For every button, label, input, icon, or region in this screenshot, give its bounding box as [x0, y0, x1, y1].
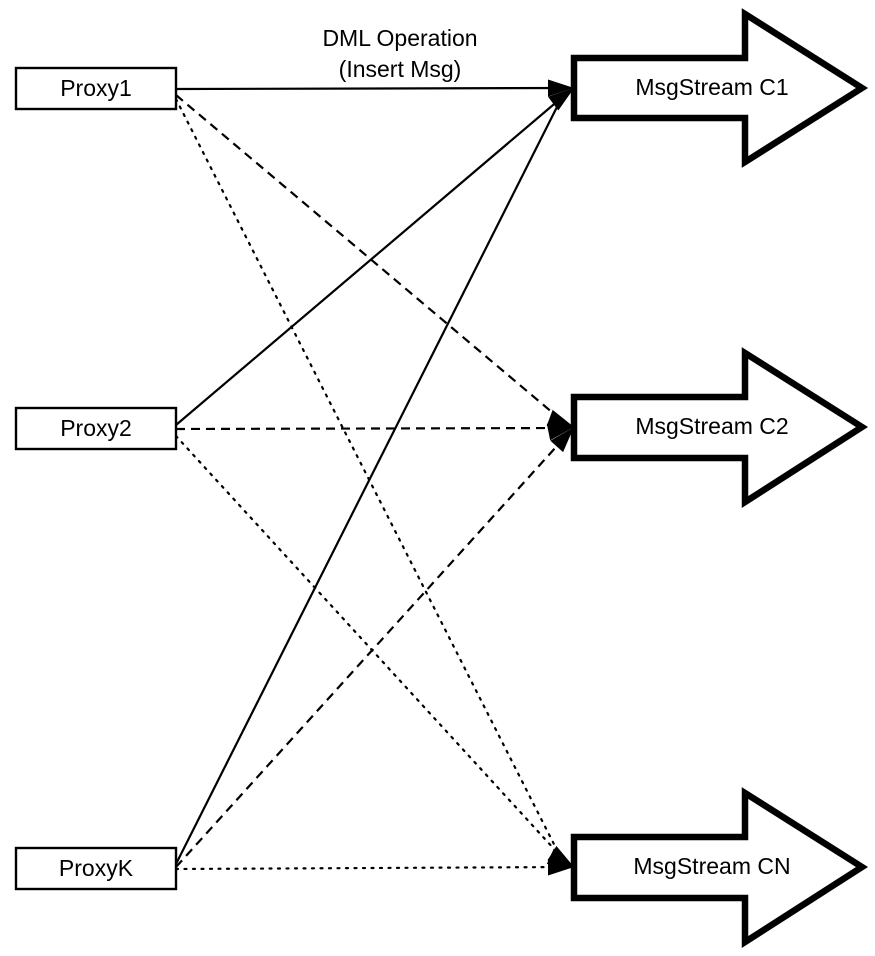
- msgstream-label-msgstream-c1: MsgStream C1: [635, 74, 788, 100]
- msgstream-label-msgstream-c2: MsgStream C2: [635, 413, 788, 439]
- connection-proxy2-to-c2: [175, 426, 570, 431]
- connection-proxy1-to-c1: [175, 86, 570, 91]
- connection-proxyk-to-cn: [174, 865, 571, 871]
- arrowhead-proxyk-to-cn: [548, 858, 574, 876]
- msgstream-node-msgstream-c2[interactable]: MsgStream C2: [570, 347, 869, 508]
- arrowhead-proxyk-to-c2: [550, 427, 574, 453]
- edge-caption-line-2: (Insert Msg): [339, 56, 462, 82]
- proxy-label-proxyk: ProxyK: [59, 855, 134, 881]
- edge-caption-line-1: DML Operation: [322, 25, 477, 51]
- msgstream-arrow-shape-msgstream-c2[interactable]: [570, 347, 869, 508]
- proxy-box-proxy2[interactable]: [14, 406, 178, 451]
- proxy-label-proxy2: Proxy2: [60, 415, 132, 441]
- proxy-box-proxy1[interactable]: [14, 66, 178, 111]
- msgstream-arrow-shape-msgstream-cn[interactable]: [570, 787, 869, 948]
- streams-layer: MsgStream C1 MsgStream C2 MsgStream CN: [570, 8, 869, 948]
- connection-proxyk-to-c2: [175, 435, 567, 868]
- proxy-label-proxy1: Proxy1: [60, 75, 132, 101]
- connection-proxy2-to-c1: [175, 93, 567, 426]
- connection-proxyk-to-c1: [175, 96, 563, 865]
- connections-layer: [174, 86, 571, 871]
- arrowhead-proxy2-to-c2: [546, 423, 574, 441]
- proxy-node-proxy2[interactable]: Proxy2: [14, 406, 178, 451]
- arrowhead-proxy1-to-c2: [546, 409, 574, 427]
- connection-proxy2-to-cn: [174, 434, 568, 864]
- proxy-node-proxy1[interactable]: Proxy1: [14, 66, 178, 111]
- arrowhead-proxyk-to-c1: [548, 88, 574, 111]
- arrowheads-layer: [546, 79, 574, 876]
- msgstream-label-msgstream-cn: MsgStream CN: [633, 853, 790, 879]
- msgstream-node-msgstream-c1[interactable]: MsgStream C1: [570, 8, 869, 168]
- msgstream-arrow-shape-msgstream-c1[interactable]: [570, 8, 869, 168]
- arrowhead-proxy1-to-c1: [548, 79, 574, 97]
- proxy-box-proxyk[interactable]: [14, 846, 178, 891]
- msgstream-node-msgstream-cn[interactable]: MsgStream CN: [570, 787, 869, 948]
- edge-caption: DML Operation (Insert Msg): [322, 25, 477, 82]
- proxy-node-proxyk[interactable]: ProxyK: [14, 846, 178, 891]
